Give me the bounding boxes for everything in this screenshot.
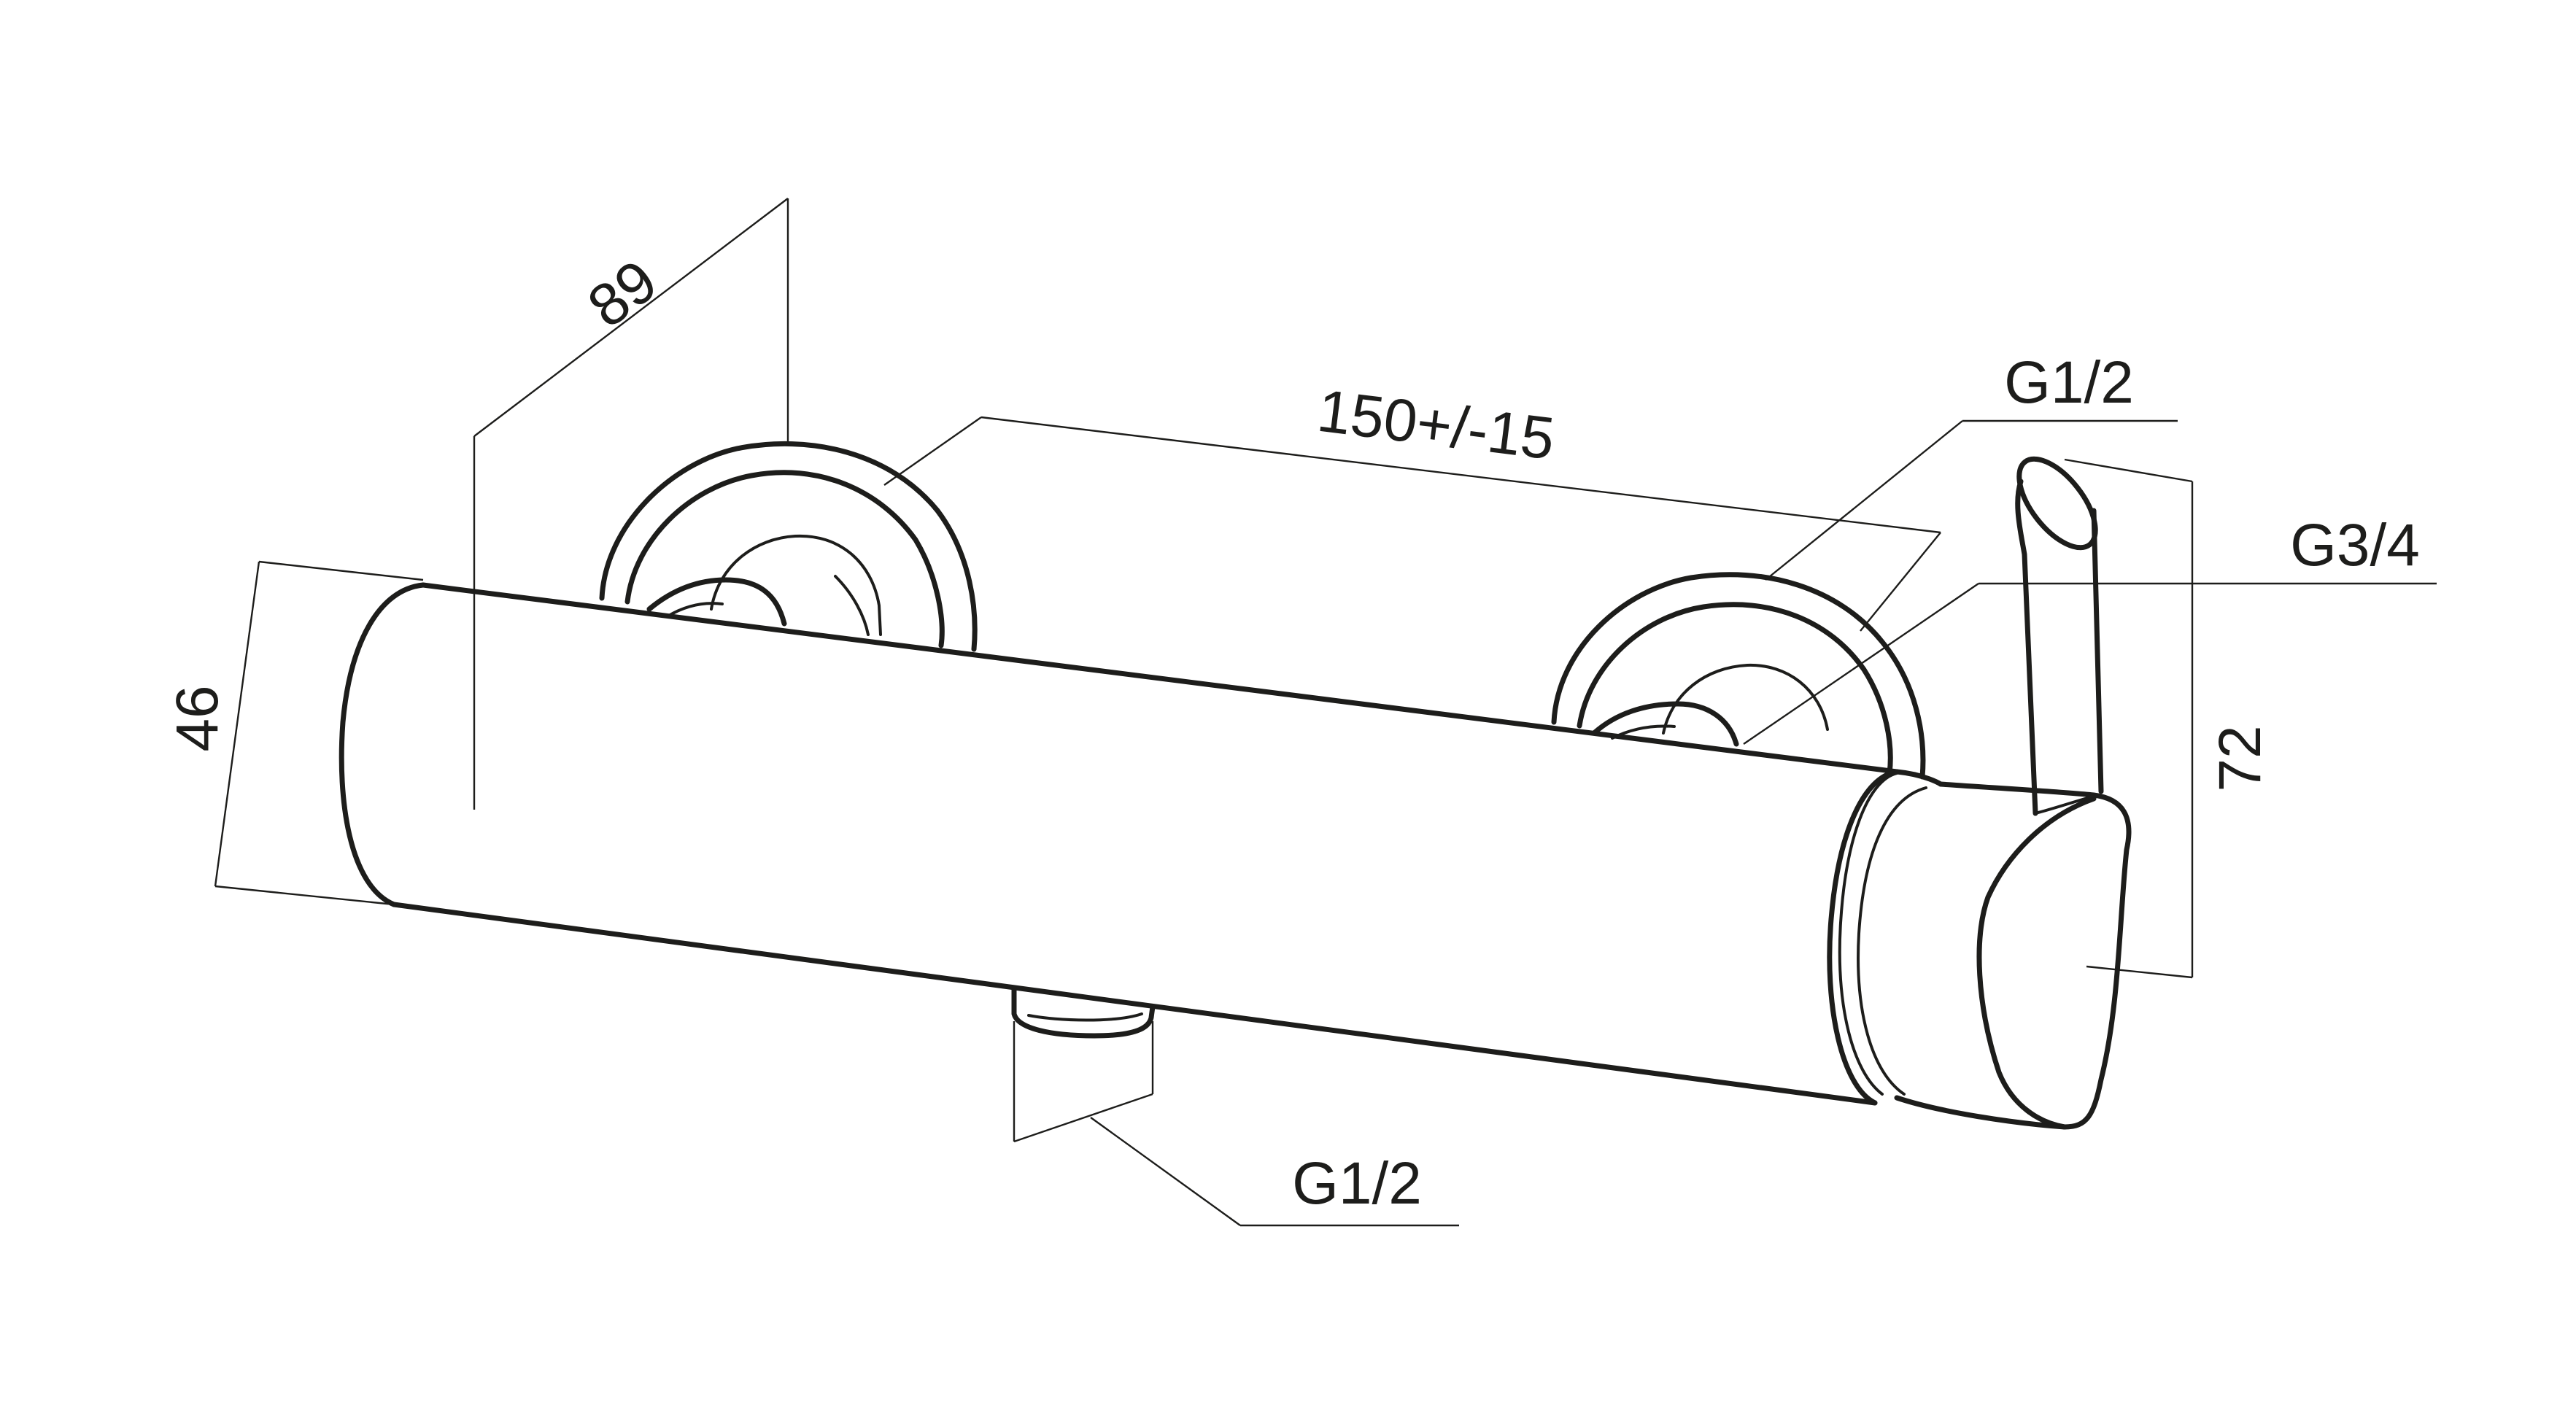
right-wall-flange [1551,572,1926,780]
dimension-lines-spacing [883,416,1941,632]
leader-union-thread [1743,582,2437,745]
dimension-lines-lever-height [2064,458,2194,979]
dimension-lines-depth [473,198,789,810]
leader-inlet-thread [1765,419,2178,581]
inlet-thread-label: G1/2 [2004,349,2134,416]
left-wall-flange [599,441,978,652]
outlet-thread-label: G1/2 [1292,1150,1422,1217]
depth-dimension-label: 89 [576,247,670,341]
height-dimension-label: 46 [164,685,231,751]
lever-handle [1894,456,2132,1130]
lever-height-dimension-label: 72 [2207,725,2273,791]
spacing-dimension-label: 150+/-15 [1314,378,1558,473]
leader-outlet-thread [1013,1021,1459,1227]
dimension-lines-height [214,560,424,906]
mixer-body [339,582,1943,1106]
bottom-outlet [1011,985,1156,1039]
union-thread-label: G3/4 [2290,512,2420,578]
